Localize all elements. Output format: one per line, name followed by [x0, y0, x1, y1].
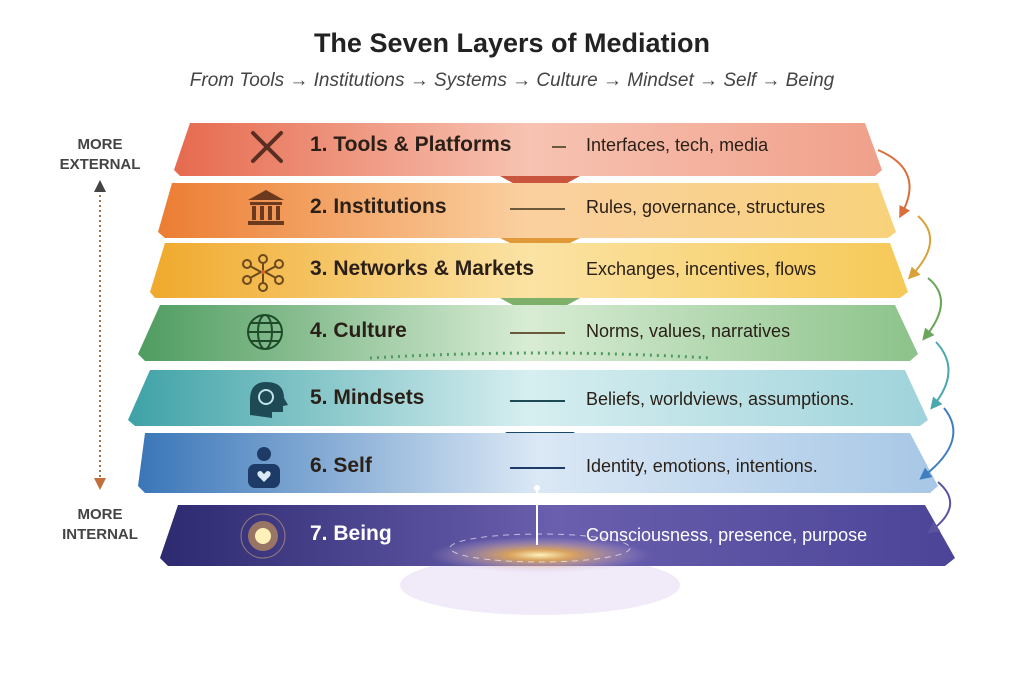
- layer-1-shape: [174, 123, 882, 176]
- arrow-down-icon: [94, 478, 106, 490]
- layer-3-desc: Exchanges, incentives, flows: [586, 259, 817, 279]
- tools-icon: [251, 131, 283, 163]
- subtitle: From Tools → Institutions → Systems → Cu…: [189, 70, 835, 91]
- layer-1-desc: Interfaces, tech, media: [586, 135, 769, 155]
- layer-6-title: 6. Self: [310, 454, 372, 477]
- more-external-label: MORE EXTERNAL: [59, 136, 141, 173]
- network-icon: [242, 254, 284, 292]
- layer-5-desc: Beliefs, worldviews, assumptions.: [586, 389, 855, 409]
- layer-7-title: 7. Being: [310, 522, 392, 545]
- layer-5-shape: [128, 370, 928, 426]
- page-title: The Seven Layers of Mediation: [313, 28, 711, 58]
- layer-2-title: 2. Institutions: [310, 195, 447, 218]
- person-heart-icon: [248, 447, 280, 488]
- layer-2-shape: [158, 183, 896, 238]
- layer-2-dash: [510, 208, 565, 210]
- layer-1-title: 1. Tools & Platforms: [310, 133, 512, 156]
- more-internal-label: MORE INTERNAL: [62, 506, 138, 543]
- layer-7-shape: [160, 505, 955, 566]
- arrow-up-icon: [94, 180, 106, 192]
- layer-1-dash: [552, 146, 566, 148]
- flow-arrows: [877, 149, 955, 534]
- layer-3-shape: [150, 243, 908, 298]
- layer-6-desc: Identity, emotions, intentions.: [586, 456, 818, 476]
- layer-4-desc: Norms, values, narratives: [586, 321, 791, 341]
- layer-6-shape: [138, 433, 938, 493]
- globe-icon: [247, 314, 283, 350]
- institution-icon: [248, 190, 284, 225]
- layer-5-title: 5. Mindsets: [310, 386, 425, 409]
- layer-3-title: 3. Networks & Markets: [310, 257, 535, 280]
- layer-6-dash: [510, 467, 565, 469]
- layer-2-desc: Rules, governance, structures: [586, 197, 826, 217]
- layer-4-dash: [510, 332, 565, 334]
- glowing-orb-icon: [240, 513, 286, 559]
- layer-5-dash: [510, 400, 565, 402]
- head-icon: [250, 382, 288, 418]
- layer-7-desc: Consciousness, presence, purpose: [586, 525, 868, 545]
- layer-4-title: 4. Culture: [310, 319, 407, 342]
